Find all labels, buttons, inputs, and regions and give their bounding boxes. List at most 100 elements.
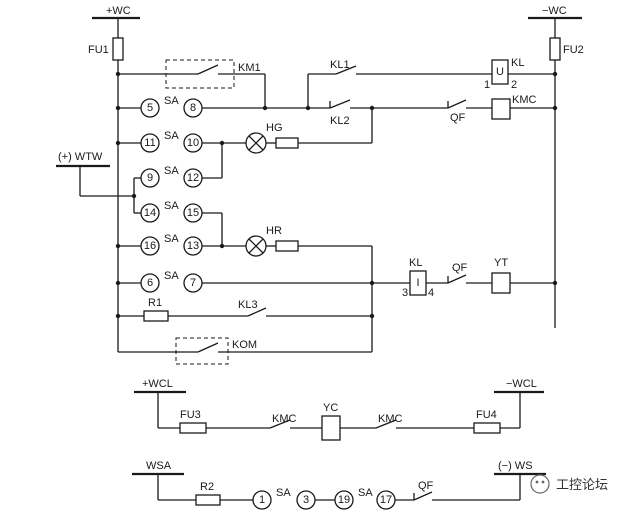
neg-wcl-label: −WCL [506,378,537,390]
junction-dot [115,140,121,146]
neg-wc-label: −WC [542,5,567,17]
kl1-contact [335,65,357,75]
wechat-icon-eye-right [541,480,545,484]
kom-contact [197,342,219,353]
sa-label-16-13: SA [164,233,179,245]
ws-label: (−) WS [498,460,533,472]
lamp-hr-label: HR [266,225,282,237]
fu1-label: FU1 [88,44,109,56]
junction-dot [115,313,121,319]
terminal-12-label: 12 [187,172,199,184]
coil-kl [491,59,509,85]
terminal-13-label: 13 [187,240,199,252]
terminal-16 [140,236,160,256]
terminal-11-label: 11 [144,137,155,149]
terminal-19-label: 19 [338,494,350,506]
coil-kl-current-label: KL [409,257,422,269]
terminal-1 [252,490,272,510]
terminal-10-label: 10 [187,137,199,149]
terminal-14-label: 14 [144,207,156,219]
fuse-fu1 [112,37,124,61]
terminal-1-label: 1 [259,494,265,506]
kl3-label: KL3 [238,299,258,311]
sa-label-1-3: SA [276,487,291,499]
kmc-contact-1 [269,419,291,429]
kmc-label-1: KMC [272,413,297,425]
qf-contact-3 [413,491,433,501]
kl-pin-4: 4 [428,287,434,299]
km1-label: KM1 [238,62,261,74]
watermark-text: 工控论坛 [556,478,608,493]
sa-label-19-17: SA [358,487,373,499]
coil-yc-label: YC [323,402,338,414]
terminal-7-label: 7 [190,277,196,289]
fuse-fu4 [473,422,501,434]
km1-contact [197,64,219,75]
terminal-3-label: 3 [303,494,309,506]
kl1-label: KL1 [330,59,350,71]
coil-kl-symbol: U [496,66,504,78]
wtw-label: (+) WTW [58,151,103,163]
fu2-label: FU2 [563,44,584,56]
hg-resistor [275,137,299,149]
junction-dot [115,105,121,111]
pos-wc-label: +WC [106,5,131,17]
terminal-14 [140,203,160,223]
wechat-icon [530,474,550,494]
terminal-15-label: 15 [187,207,199,219]
kl2-label: KL2 [330,115,350,127]
r2-label: R2 [200,481,214,493]
qf-contact-2 [447,274,467,284]
wechat-icon-eye-left [535,480,539,484]
junction-dot [115,243,121,249]
coil-kl-current-symbol: I [416,277,419,289]
kmc-label-2: KMC [378,413,403,425]
junction-dot [219,243,225,249]
junction-dot [552,105,558,111]
terminal-6-label: 6 [147,277,153,289]
resistor-r1 [143,310,169,322]
coil-yc [321,415,341,441]
coil-yt-label: YT [494,257,508,269]
resistor-r2 [195,494,221,506]
junction-dot [552,71,558,77]
qf-contact-1 [447,99,467,109]
terminal-16-label: 16 [144,240,156,252]
fu4-label: FU4 [476,409,497,421]
wsa-label: WSA [146,460,172,472]
lamp-hr-cross-b [248,238,264,254]
junction-dot [115,280,121,286]
terminal-11 [140,133,160,153]
sa-label-9-12: SA [164,165,179,177]
junction-dot [131,193,137,199]
junction-dot [115,71,121,77]
terminal-9 [140,168,160,188]
kl-pin-2: 2 [511,79,517,91]
terminal-6 [140,273,160,293]
terminal-17-label: 17 [380,494,392,506]
pos-wcl-label: +WCL [142,378,173,390]
kl2-contact [329,99,351,109]
r1-label: R1 [148,297,162,309]
junction-dot [552,280,558,286]
watermark: 工控论坛 [530,474,608,494]
qf-label-2: QF [452,262,468,274]
sa-label-5-8: SA [164,95,179,107]
fuse-fu3 [179,422,207,434]
sa-label-14-15: SA [164,200,179,212]
kmc-contact-2 [375,419,397,429]
kom-label: KOM [232,339,257,351]
terminal-19 [334,490,354,510]
terminal-8-label: 8 [190,102,196,114]
qf-label-3: QF [418,480,434,492]
sa-label-11-10: SA [164,130,179,142]
hr-resistor [275,240,299,252]
fu3-label: FU3 [180,409,201,421]
fuse-fu2 [549,37,561,61]
junction-dot [262,105,268,111]
qf-label-1: QF [450,112,466,124]
coil-kl-label: KL [511,57,524,69]
kom-dashed-box [175,337,229,365]
coil-kmc [491,98,511,120]
